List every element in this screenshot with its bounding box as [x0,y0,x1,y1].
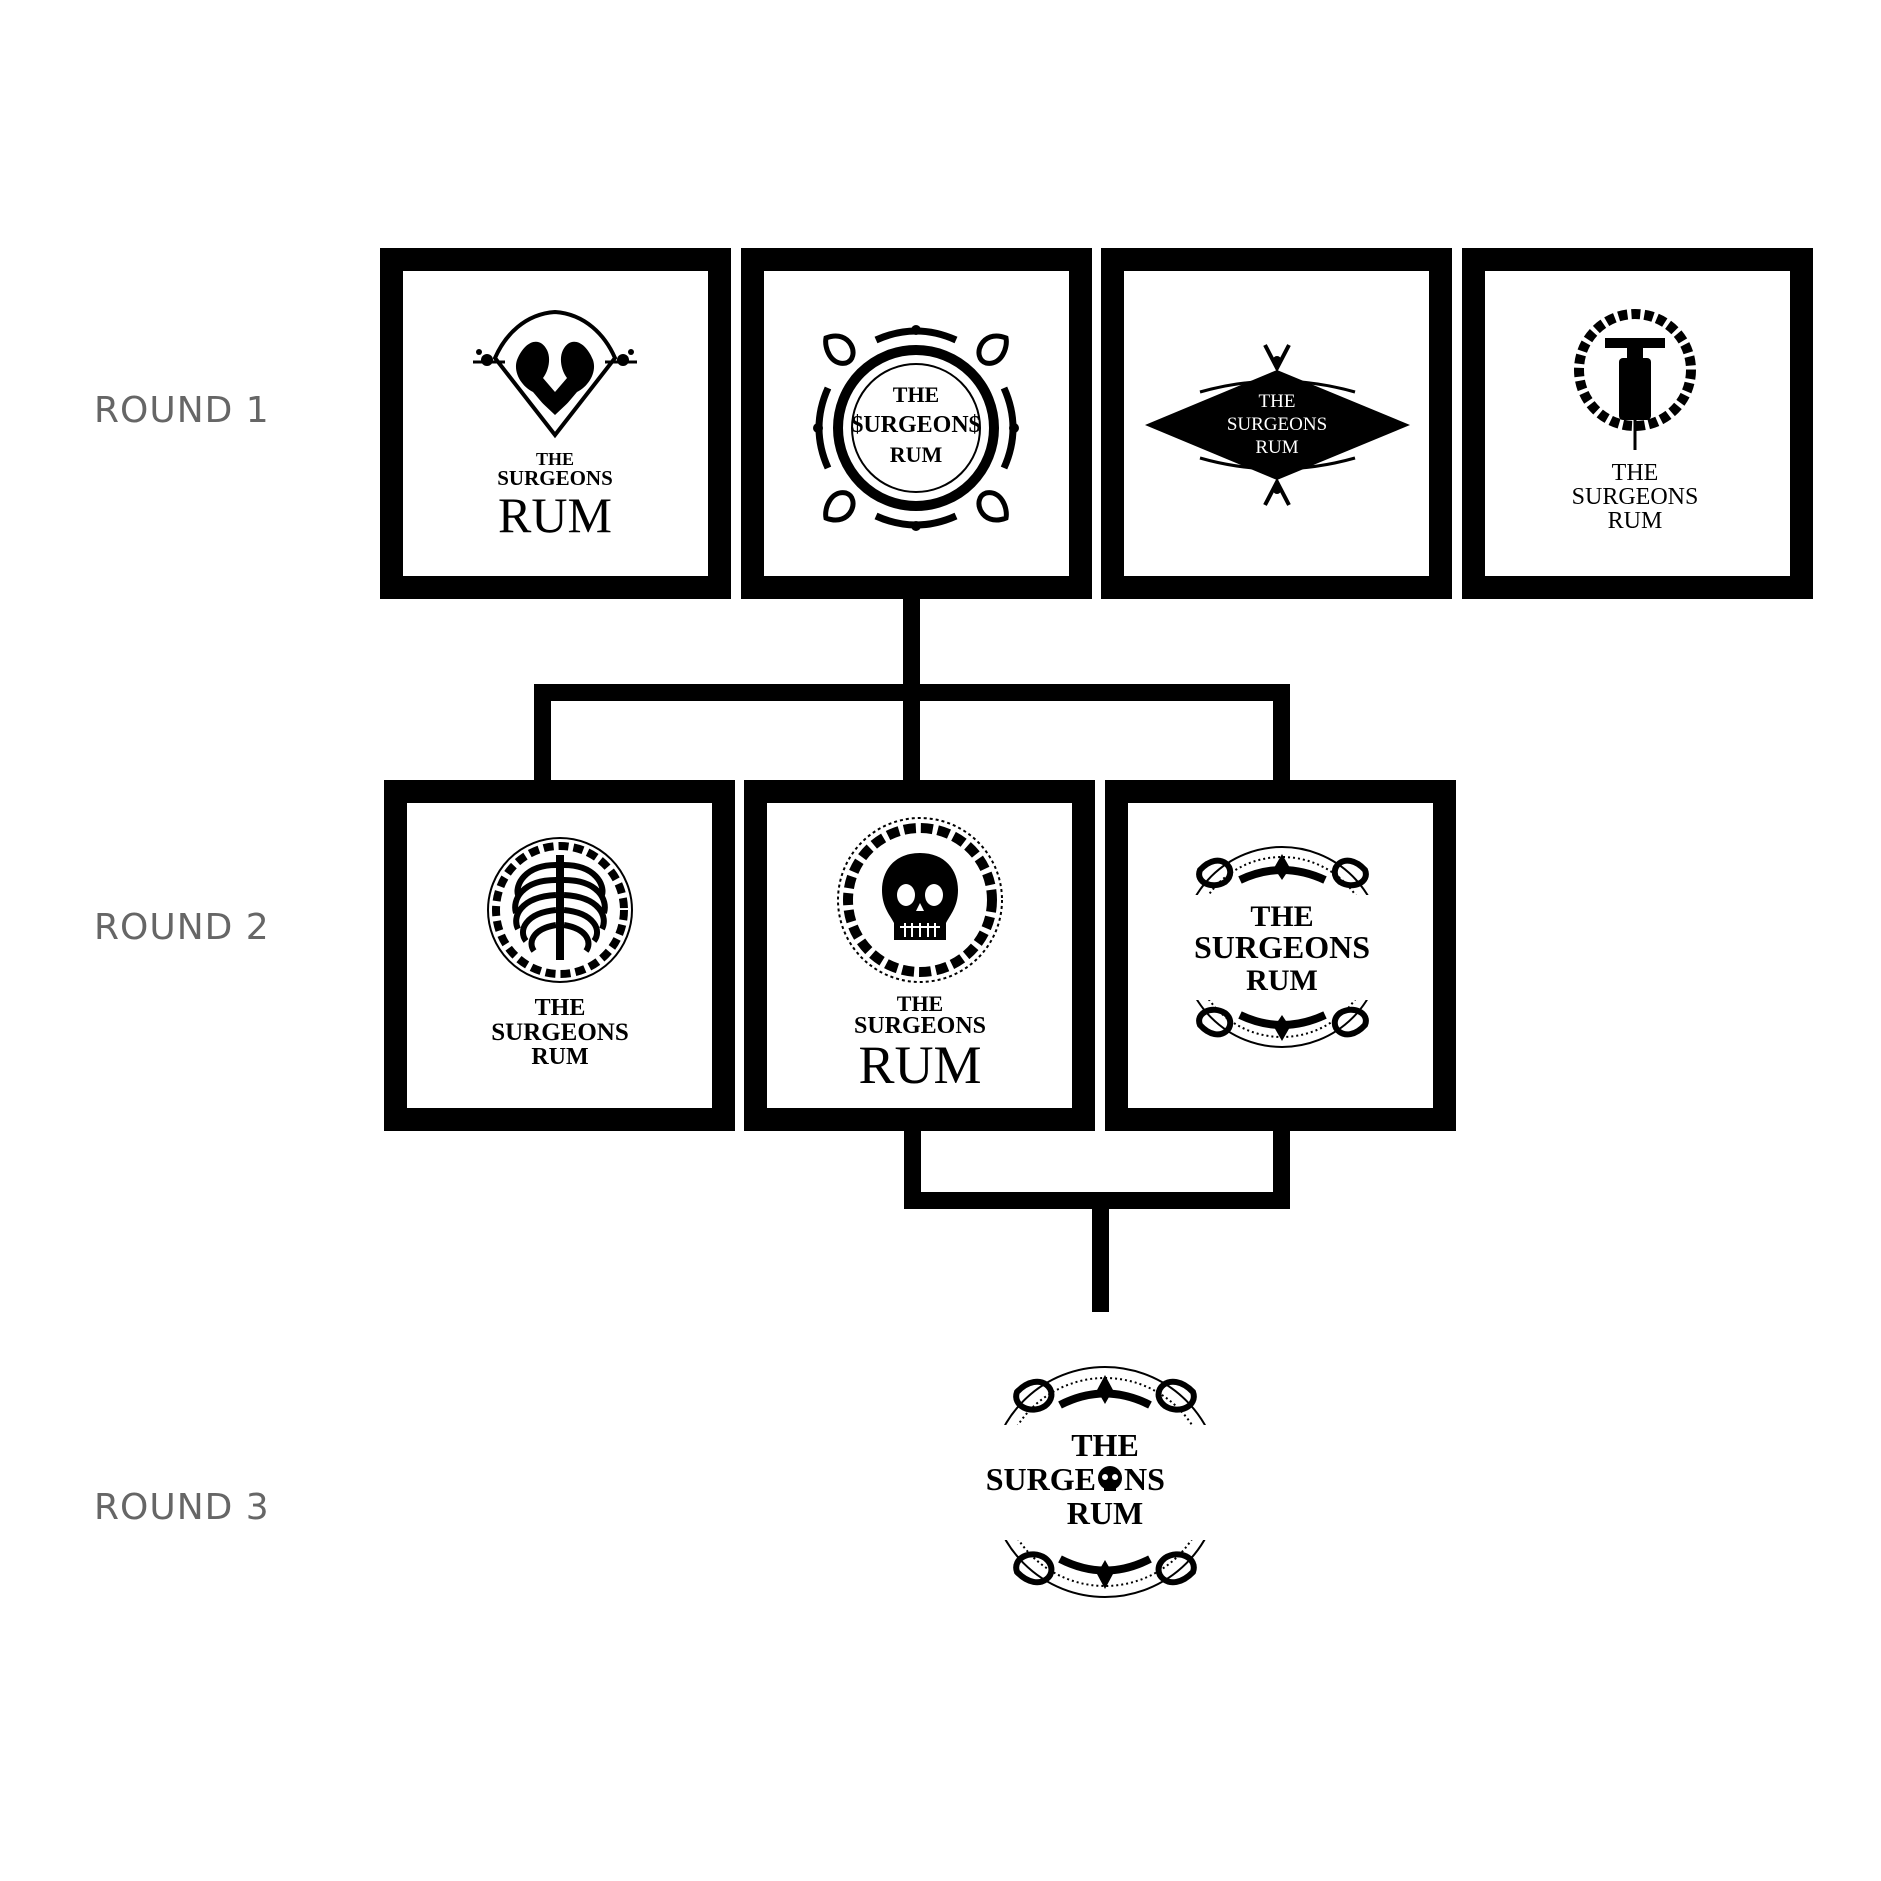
logo-r1-3-line-2: SURGEONS [1227,414,1327,435]
logo-r1-2-line-2: $URGEON$ [851,412,980,438]
round-1-label: ROUND 1 [94,390,270,431]
ornate-seal-icon [1170,846,1395,1048]
connector-r1-drop-right [1273,684,1290,780]
round-1-candidate-1 [380,248,731,599]
logo-r2-1-line-2: SURGEONS [491,1019,629,1046]
logo-r3-1-line-1: THE [1071,1427,1139,1463]
logo-r1-4: THE SURGEONS RUM [1545,300,1725,545]
logo-r1-1: THE SURGEONS RUM [465,300,645,550]
logo-r2-1-line-1: THE [535,995,586,1021]
round-2-label: ROUND 2 [94,907,270,948]
logo-r2-3-line-2: SURGEONS [1194,929,1370,965]
logo-r1-1-line-3: RUM [498,487,612,543]
skull-wreath-icon [837,817,1003,983]
logo-r2-1: THE SURGEONS RUM [470,825,650,1075]
skull-letter-o-icon [1098,1466,1122,1491]
logo-r2-3-line-3: RUM [1246,964,1318,997]
logo-r2-2-line-2: SURGEONS [854,1013,986,1039]
round-2-candidate-2 [744,780,1095,1131]
logo-r1-4-line-1: THE [1612,460,1659,486]
connector-r1-drop-center [903,684,920,780]
logo-r1-3-line-1: THE [1259,391,1296,412]
logo-r1-3-line-3: RUM [1255,437,1298,458]
logo-r3-1: THE SURGE NS RUM [985,1360,1225,1605]
round-3-label: ROUND 3 [94,1487,270,1528]
frog-crest-icon [473,309,637,439]
diamond-banner-icon [1145,344,1410,506]
logo-r1-2-line-3: RUM [890,442,943,467]
logo-r2-1-line-3: RUM [531,1044,588,1070]
logo-r1-4-line-3: RUM [1608,508,1663,534]
logo-r1-3: THE SURGEONS RUM [1140,340,1415,510]
logo-r1-2: THE $URGEON$ RUM [806,318,1026,538]
logo-r2-2: THE SURGEONS RUM [830,815,1010,1090]
logo-r1-1-line-1: THE [536,449,574,469]
ribcage-wreath-icon [487,837,633,983]
connector-r1-stem [903,596,920,686]
logo-r3-1-line-2b: NS [1124,1461,1165,1497]
logo-r2-2-line-3: RUM [858,1035,981,1090]
logo-r3-1-line-3: RUM [1067,1495,1143,1531]
ornate-wreath-icon [813,325,1019,531]
logo-r2-3-line-1: THE [1250,900,1313,933]
logo-r1-4-line-2: SURGEONS [1572,484,1699,510]
logo-r1-2-line-1: THE [893,382,939,407]
logo-r2-2-line-1: THE [897,991,943,1016]
logo-r2-3: THE SURGEONS RUM [1170,840,1395,1055]
connector-r2-stem [1092,1192,1109,1312]
connector-r2-left [904,1128,921,1208]
syringe-wreath-icon [1574,309,1696,450]
connector-r1-drop-left [534,684,551,780]
connector-r2-right [1273,1128,1290,1208]
logo-r1-1-line-2: SURGEONS [497,466,613,490]
logo-r3-1-line-2a: SURGE [986,1461,1096,1497]
